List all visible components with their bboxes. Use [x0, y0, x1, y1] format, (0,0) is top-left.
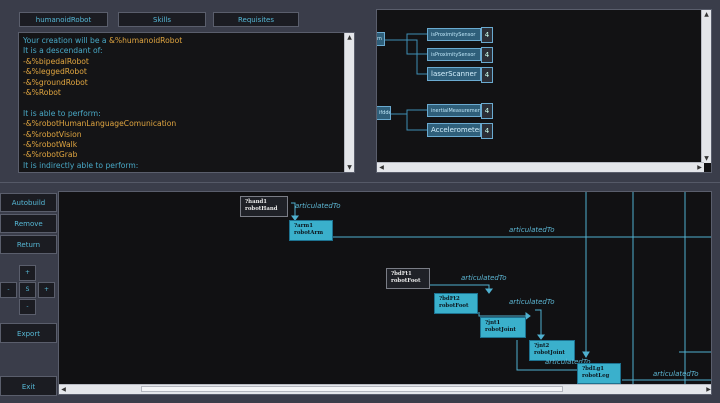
- preview-graph-edges: [385, 33, 427, 131]
- description-line-4: -&%groundRobot: [23, 77, 88, 87]
- preview-node[interactable]: inertialMeasurementUnit: [427, 104, 481, 117]
- preview-node-badge: 4: [481, 27, 493, 43]
- diagram-node-bdLg1[interactable]: ?bdLg1 robotLeg: [577, 363, 621, 384]
- exit-button[interactable]: Exit: [0, 376, 57, 396]
- diagram-node-jnt2[interactable]: ?jnt2 robotJoint: [529, 340, 575, 361]
- description-line-7: It is able to perform:: [23, 108, 101, 118]
- description-line-3: -&%leggedRobot: [23, 67, 87, 77]
- scroll-right-arrow-icon[interactable]: ▶: [706, 386, 711, 393]
- scroll-up-arrow-icon[interactable]: ▲: [347, 34, 352, 41]
- description-line-5: -&%Robot: [23, 88, 61, 97]
- description-line-0: Your creation will be a &%humanoidRobot: [23, 36, 183, 45]
- preview-node[interactable]: Accelerometer: [427, 123, 481, 137]
- preview-node[interactable]: isProximitySensor: [427, 28, 481, 41]
- diagram-node-hand1[interactable]: ?hand1 robotHand: [240, 196, 288, 217]
- scroll-left-arrow-icon[interactable]: ◀: [379, 164, 384, 171]
- edge-label: articulatedTo: [461, 274, 507, 282]
- nav-center-button[interactable]: S: [19, 282, 36, 298]
- description-line-8: -&%robotHumanLanguageComunication: [23, 119, 177, 129]
- diagram-horizontal-scrollbar[interactable]: ◀ ▶: [59, 384, 711, 394]
- diagram-node-bdFt1[interactable]: ?bdFt1 robotFoot: [386, 268, 430, 289]
- preview-horizontal-scrollbar[interactable]: ◀ ▶: [377, 162, 704, 172]
- description-line-1: It is a descendant of:: [23, 46, 103, 56]
- scroll-down-arrow-icon[interactable]: ▼: [347, 164, 352, 171]
- preview-node[interactable]: laserScanner: [427, 67, 481, 81]
- edge-label: articulatedTo: [653, 370, 699, 378]
- diagram-node-jnt1[interactable]: ?jnt1 robotJoint: [480, 317, 526, 338]
- edge-label: articulatedTo: [295, 202, 341, 210]
- export-button[interactable]: Export: [0, 323, 57, 343]
- description-panel: Your creation will be a &%humanoidRobot …: [18, 32, 355, 173]
- diagram-edges: [291, 192, 711, 394]
- preview-vertical-scrollbar[interactable]: ▲ ▼: [701, 10, 711, 163]
- return-button[interactable]: Return: [0, 235, 57, 254]
- tab-humanoid-robot[interactable]: humanoidRobot: [19, 12, 108, 27]
- autobuild-button[interactable]: Autobuild: [0, 193, 57, 212]
- navigation-pad: + - S + -: [0, 258, 57, 318]
- scrollbar-thumb[interactable]: [141, 386, 563, 392]
- remove-button[interactable]: Remove: [0, 214, 57, 233]
- diagram-node-arm1[interactable]: ?arm1 robotArm: [289, 220, 333, 241]
- preview-node[interactable]: isProximitySensor: [427, 48, 481, 61]
- tab-skills[interactable]: Skills: [118, 12, 206, 27]
- edge-label: articulatedTo: [509, 298, 555, 306]
- nav-left-button[interactable]: -: [0, 282, 17, 298]
- preview-node-badge: 4: [481, 67, 493, 83]
- scroll-down-arrow-icon[interactable]: ▼: [704, 155, 709, 162]
- edge-label: articulatedTo: [509, 226, 555, 234]
- diagram-canvas[interactable]: ?hand1 robotHand articulatedTo ?arm1 rob…: [58, 191, 712, 395]
- preview-graph-panel: m isProximitySensor 4 isProximitySensor …: [376, 9, 712, 173]
- preview-node-badge: 4: [481, 123, 493, 139]
- scroll-up-arrow-icon[interactable]: ▲: [704, 11, 709, 18]
- preview-parent-node-1[interactable]: m: [377, 32, 385, 46]
- panel-divider: [0, 182, 720, 183]
- description-line-2: -&%bipedalRobot: [23, 56, 89, 66]
- edge-label: articulatedTo: [545, 358, 591, 366]
- description-scrollbar[interactable]: ▲ ▼: [344, 33, 354, 172]
- description-line-12: It is indirectly able to perform:: [23, 160, 139, 170]
- preview-node-badge: 4: [481, 47, 493, 63]
- diagram-node-bdFt2[interactable]: ?bdFt2 robotFoot: [434, 293, 478, 314]
- description-line-9: -&%robotVision: [23, 129, 82, 139]
- scroll-left-arrow-icon[interactable]: ◀: [61, 386, 66, 393]
- description-line-10: -&%robotWalk: [23, 140, 78, 149]
- scroll-right-arrow-icon[interactable]: ▶: [697, 164, 702, 171]
- preview-parent-node-2[interactable]: ifdde: [377, 106, 391, 120]
- description-line-11: -&%robotGrab: [23, 150, 78, 160]
- nav-right-button[interactable]: +: [38, 282, 55, 298]
- preview-node-badge: 4: [481, 103, 493, 119]
- tab-requisites[interactable]: Requisites: [213, 12, 299, 27]
- nav-up-button[interactable]: +: [19, 265, 36, 281]
- nav-down-button[interactable]: -: [19, 299, 36, 315]
